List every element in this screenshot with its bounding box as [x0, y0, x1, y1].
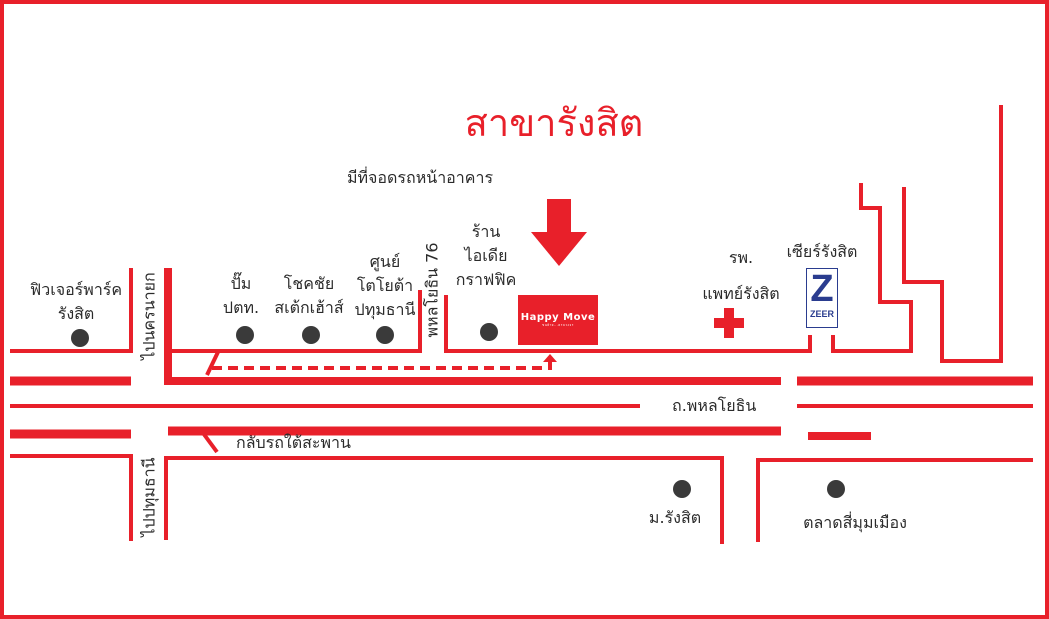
label-line: ปตท. [222, 298, 260, 317]
landmark-dot [302, 326, 320, 344]
road-service-left-south [10, 454, 133, 541]
road-label-soi-76: พหลโยธิน 76 [422, 242, 442, 338]
landmark-dot [236, 326, 254, 344]
landmark-zeer: เซียร์รังสิต [786, 242, 858, 261]
road-block-east-2 [902, 105, 1003, 363]
landmark-si-mum-muang-market: ตลาดสี่มุมเมือง [803, 513, 907, 532]
landmark-chokchai: โชคชัย สเต้กเฮ้าส์ [274, 272, 343, 320]
zeer-logo-text: ZEER [809, 309, 834, 319]
landmark-ptt: ปั๊ม ปตท. [223, 272, 259, 320]
label-line: ศูนย์ [369, 252, 401, 271]
landmark-dot [376, 326, 394, 344]
label-line: โตโยต้า [356, 276, 414, 295]
label-line: สเต้กเฮ้าส์ [274, 298, 344, 317]
store-name: Happy Move [520, 312, 596, 323]
happy-move-store: Happy Move ขนย้าย...ครบวงจร [518, 295, 598, 345]
road-block-east-1 [831, 183, 913, 353]
landmark-hospital-name: แพทย์รังสิต [702, 284, 780, 303]
zeer-logo-z: Z [810, 268, 834, 310]
landmark-dot [480, 323, 498, 341]
location-arrow-icon [531, 199, 587, 266]
road-label-phahonyothin: ถ.พหลโยธิน [672, 396, 757, 415]
hospital-cross-icon [714, 308, 744, 338]
road-label-to-pathum-thani: ไปปทุมธานี [139, 457, 159, 537]
label-line: กราฟฟิค [455, 270, 517, 289]
road-frontage-store [444, 295, 812, 353]
road-service-north [164, 268, 781, 385]
road-label-to-nakhon-nayok: ไปนครนายก [139, 272, 159, 360]
label-line: ไอเดีย [464, 246, 508, 265]
landmark-hospital-title: รพ. [728, 248, 754, 267]
road-frontage-north [168, 290, 422, 353]
road-label-u-turn: กลับรถใต้สะพาน [236, 433, 351, 452]
landmark-dot [827, 480, 845, 498]
road-service-south-east [756, 458, 1033, 542]
store-tagline: ขนย้าย...ครบวงจร [542, 323, 574, 327]
page-title: สาขารังสิต [464, 101, 644, 145]
landmark-dot [673, 480, 691, 498]
label-line: รังสิต [57, 304, 95, 323]
label-line: ปั๊ม [230, 274, 252, 293]
landmark-dot [71, 329, 89, 347]
route-dashed-line [212, 360, 552, 370]
zeer-logo: Z ZEER [806, 268, 838, 328]
landmark-idea-graphic: ร้าน ไอเดีย กราฟฟิค [456, 220, 517, 292]
landmark-rangsit-university: ม.รังสิต [648, 508, 702, 527]
label-line: โชคชัย [283, 274, 335, 293]
u-turn-ramp-south [201, 431, 219, 454]
road-service-left-north [10, 268, 133, 353]
road-service-south [164, 456, 724, 544]
label-line: ฟิวเจอร์พาร์ค [29, 280, 123, 299]
label-line: ร้าน [471, 222, 501, 241]
u-turn-ramp-north [205, 351, 220, 376]
landmark-toyota: ศูนย์ โตโยต้า ปทุมธานี [355, 250, 416, 322]
route-arrowhead-icon [543, 354, 557, 362]
landmark-future-park: ฟิวเจอร์พาร์ค รังสิต [30, 278, 122, 326]
label-line: ปทุมธานี [354, 300, 416, 319]
parking-note: มีที่จอดรถหน้าอาคาร [346, 168, 494, 187]
